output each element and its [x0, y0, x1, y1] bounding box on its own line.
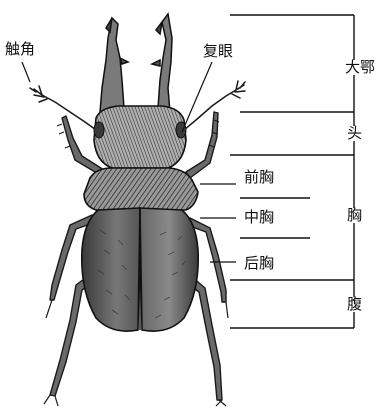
label-thorax: 胸 — [347, 208, 362, 223]
left-eye-shape — [94, 122, 104, 138]
head — [94, 106, 186, 168]
label-mandible: 大鄂 — [345, 60, 375, 75]
antenna-pointer — [22, 62, 30, 82]
label-compound-eye: 复眼 — [203, 44, 233, 59]
eye-pointer — [182, 62, 212, 132]
pronotum — [84, 168, 198, 210]
label-prothorax: 前胸 — [244, 170, 274, 185]
label-antenna: 触角 — [5, 42, 35, 57]
right-eye-shape — [176, 122, 186, 138]
label-head: 头 — [347, 126, 362, 141]
right-antenna — [178, 90, 236, 135]
left-elytron — [82, 208, 140, 331]
front-right-leg — [186, 112, 218, 178]
label-mesothorax: 中胸 — [244, 210, 274, 225]
mandibles — [100, 14, 172, 112]
right-elytron — [140, 208, 198, 331]
label-metathorax: 后胸 — [244, 256, 274, 271]
label-abdomen: 腹 — [347, 297, 362, 312]
left-mandible — [100, 18, 124, 112]
